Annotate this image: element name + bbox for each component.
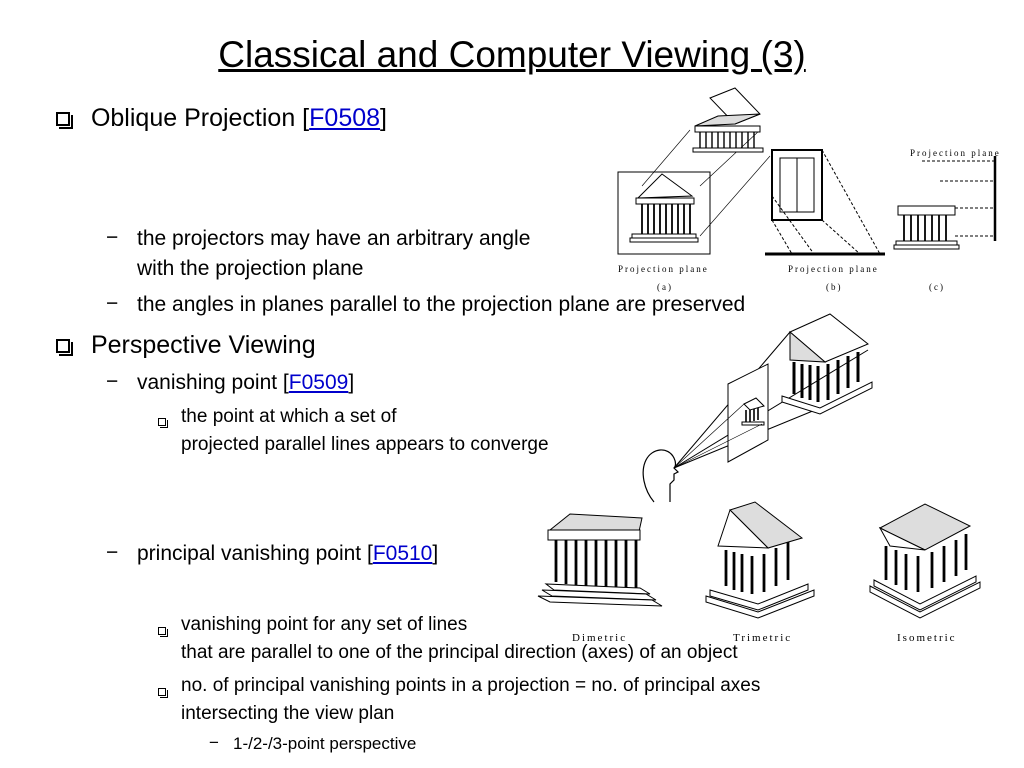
caption-projection-plane-b: Projection plane <box>788 264 879 274</box>
vanishing-point-item: vanishing point [F0509] <box>137 371 354 395</box>
projection-plane-a <box>617 171 711 255</box>
view-plane <box>727 363 769 463</box>
principal-vp-item: principal vanishing point [F0510] <box>137 542 438 566</box>
pvp-def1-line-1: vanishing point for any set of lines <box>181 614 468 635</box>
temple-3d-icon <box>781 313 873 415</box>
ref-link-f0509[interactable]: F0509 <box>288 371 349 394</box>
caption-isometric: Isometric <box>897 632 957 644</box>
small-box-bullet-icon <box>158 622 168 640</box>
checkbox-bullet-icon <box>56 112 73 129</box>
ref-link-f0508[interactable]: F0508 <box>309 104 381 132</box>
small-box-bullet-icon <box>158 413 168 431</box>
dash-bullet: − <box>106 226 119 249</box>
oblique-bullet-2: the angles in planes parallel to the pro… <box>137 293 746 316</box>
vp-label: vanishing point [ <box>137 371 289 394</box>
caption-projection-plane-a: Projection plane <box>618 264 709 274</box>
checkbox-bullet-icon <box>56 339 73 356</box>
dash-bullet: − <box>106 370 119 393</box>
oblique-bullet-1: the projectors may have an arbitrary ang… <box>137 227 531 250</box>
perspective-heading-text: Perspective Viewing <box>90 331 316 359</box>
oblique-projection-figure <box>617 87 997 256</box>
dimetric-temple-icon <box>537 513 663 607</box>
vp-def-line-1: the point at which a set of <box>181 406 397 427</box>
page-title: Classical and Computer Viewing (3) <box>218 34 806 75</box>
oblique-heading: Oblique Projection [F0508] <box>56 104 387 133</box>
bracket-close: ] <box>380 104 387 132</box>
top-view-figure <box>765 149 885 256</box>
small-box-bullet-icon <box>158 683 168 701</box>
caption-projection-plane-c: Projection plane <box>910 148 1001 158</box>
point-perspective-sub: 1-/2-/3-point perspective <box>233 734 417 753</box>
temple-3d-icon <box>692 87 764 153</box>
front-view-figure <box>893 156 997 250</box>
pvp-def2-line-2: intersecting the view plan <box>181 703 395 724</box>
viewer-head-icon <box>642 449 680 503</box>
caption-trimetric: Trimetric <box>733 632 793 644</box>
dash-bullet: − <box>106 541 119 564</box>
label-c: (c) <box>929 282 945 292</box>
ref-link-f0510[interactable]: F0510 <box>372 542 433 565</box>
bracket-close: ] <box>432 542 439 565</box>
bracket-close: ] <box>348 371 355 394</box>
caption-dimetric: Dimetric <box>572 632 628 644</box>
isometric-temple-icon <box>869 503 981 619</box>
oblique-heading-text: Oblique Projection [ <box>90 104 310 132</box>
perspective-heading: Perspective Viewing <box>56 331 316 360</box>
vp-def-line-2: projected parallel lines appears to conv… <box>181 434 549 455</box>
pvp-def1-line-2: that are parallel to one of the principa… <box>181 642 738 663</box>
label-b: (b) <box>826 282 843 292</box>
label-a: (a) <box>657 282 673 292</box>
projected-temple-icon <box>741 397 765 426</box>
temple-projected-icon <box>629 173 699 243</box>
principal-vp-figure <box>537 501 981 619</box>
pvp-label: principal vanishing point [ <box>137 542 373 565</box>
trimetric-temple-icon <box>705 501 815 619</box>
perspective-viewing-figure <box>642 313 873 503</box>
pvp-def2-line-1: no. of principal vanishing points in a p… <box>181 675 761 696</box>
oblique-bullet-1-cont: with the projection plane <box>137 257 364 280</box>
dash-bullet: − <box>209 733 219 752</box>
dash-bullet: − <box>106 292 119 315</box>
